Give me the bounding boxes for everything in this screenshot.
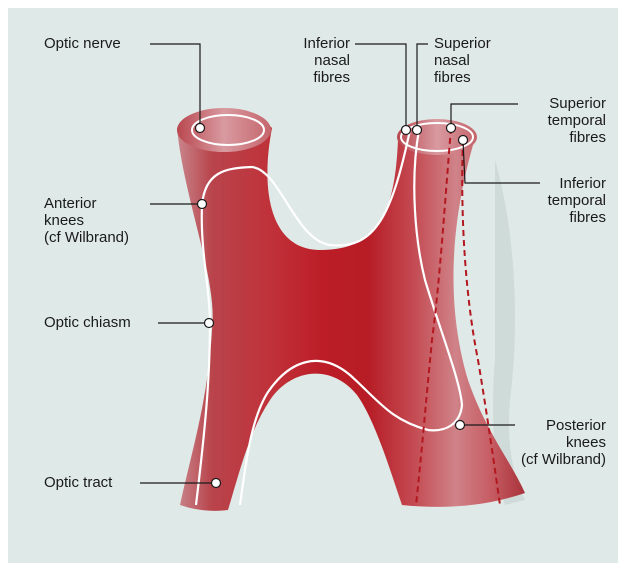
- label-optic-chiasm: Optic chiasm: [44, 314, 131, 331]
- label-optic-tract: Optic tract: [44, 474, 112, 491]
- leader-inferior-nasal: [355, 44, 406, 130]
- marker-optic-chiasm: [205, 319, 214, 328]
- label-anterior-knees: Anterior knees (cf Wilbrand): [44, 195, 129, 246]
- label-superior-nasal: Superior nasal fibres: [434, 35, 491, 86]
- marker-inferior-temporal: [459, 136, 468, 145]
- marker-posterior-knee: [456, 421, 465, 430]
- marker-superior-nasal: [413, 126, 422, 135]
- label-inferior-nasal: Inferior nasal fibres: [280, 35, 350, 86]
- chiasm-body: [177, 115, 525, 511]
- marker-inferior-nasal: [402, 126, 411, 135]
- marker-optic-nerve: [196, 124, 205, 133]
- marker-anterior-knee: [198, 200, 207, 209]
- label-posterior-knees: Posterior knees (cf Wilbrand): [500, 417, 606, 468]
- label-superior-temporal: Superior temporal fibres: [520, 95, 606, 146]
- marker-optic-tract: [212, 479, 221, 488]
- marker-superior-temporal: [447, 124, 456, 133]
- leader-superior-nasal: [417, 44, 428, 130]
- label-optic-nerve: Optic nerve: [44, 35, 121, 52]
- label-inferior-temporal: Inferior temporal fibres: [520, 175, 606, 226]
